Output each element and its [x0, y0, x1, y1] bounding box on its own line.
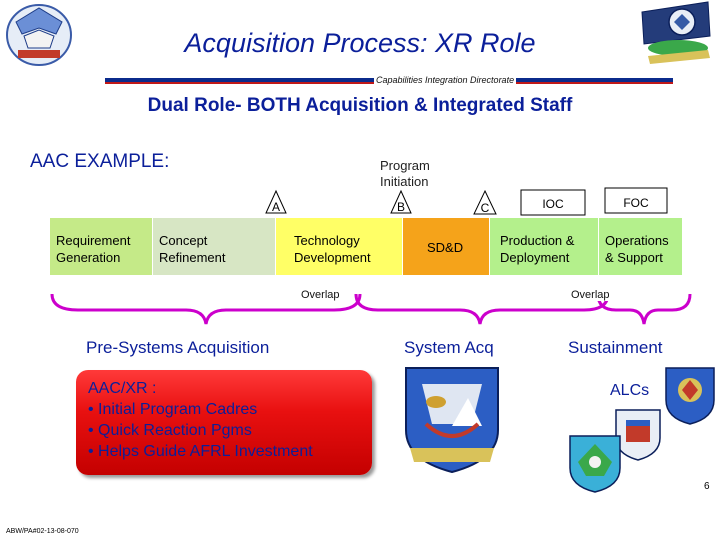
callout-line: AAC/XR :: [88, 380, 157, 397]
milestone-foc-marker: [604, 187, 668, 214]
pre-systems-brace: [50, 293, 362, 325]
alcs-label: ALCs: [610, 382, 650, 399]
phase-production-deployment: Production & Deployment: [490, 218, 598, 275]
page-title: Acquisition Process: XR Role: [184, 28, 536, 58]
air-armament-center-logo: [6, 4, 72, 66]
armament-systems-wing-emblem: [405, 367, 499, 474]
program-initiation-label: Program Initiation: [380, 158, 430, 189]
phase-concept-refinement: Concept Refinement: [153, 218, 275, 275]
milestone-ioc-label: IOC: [542, 197, 564, 211]
phase-operations-support: Operations & Support: [599, 218, 682, 275]
milestone-b-marker: [390, 189, 412, 214]
milestone-c-marker: [473, 189, 497, 215]
callout-line: • Initial Program Cadres: [88, 401, 258, 418]
system-acq-label: System Acq: [404, 338, 494, 357]
overlap-label: Overlap: [570, 289, 611, 301]
sustainment-brace: [596, 293, 692, 325]
phase-label: SD&D: [427, 240, 464, 255]
callout-line: • Helps Guide AFRL Investment: [88, 443, 313, 460]
aac-xr-callout: AAC/XR : • Initial Program Cadres • Quic…: [76, 370, 372, 475]
milestone-a-marker: [265, 189, 287, 214]
milestone-a-label: A: [271, 200, 280, 214]
phase-label: Operations & Support: [605, 233, 669, 265]
alc-emblem: [665, 367, 715, 425]
phase-requirement-generation: Requirement Generation: [50, 218, 152, 275]
page-number: 6: [704, 481, 710, 492]
callout-line: • Quick Reaction Pgms: [88, 422, 252, 439]
alc-shield: [615, 409, 661, 461]
wing-shield-logo: [641, 1, 711, 64]
system-acq-brace: [354, 293, 610, 325]
milestone-ioc-marker: [520, 189, 586, 216]
directorate-label: Capabilities Integration Directorate: [374, 75, 517, 85]
phase-label: Technology Development: [294, 233, 371, 265]
phase-sdd: SD&D: [403, 218, 489, 275]
milestone-foc-label: FOC: [623, 196, 649, 210]
milestone-b-label: B: [396, 200, 405, 214]
pre-systems-acquisition-label: Pre-Systems Acquisition: [86, 338, 270, 357]
phase-label: Production & Deployment: [500, 233, 575, 265]
sustainment-label: Sustainment: [568, 338, 663, 357]
milestone-c-label: C: [480, 201, 490, 215]
alc-emblem: [569, 435, 621, 493]
phase-technology-development: Technology Development: [276, 218, 402, 275]
example-label: AAC EXAMPLE:: [30, 151, 170, 172]
phase-label: Concept Refinement: [159, 233, 226, 265]
reference-code: ABW/PA#02-13-08-070: [6, 528, 79, 535]
section-heading: Dual Role- BOTH Acquisition & Integrated…: [147, 95, 573, 116]
phase-label: Requirement Generation: [56, 233, 131, 265]
overlap-label: Overlap: [300, 289, 341, 301]
